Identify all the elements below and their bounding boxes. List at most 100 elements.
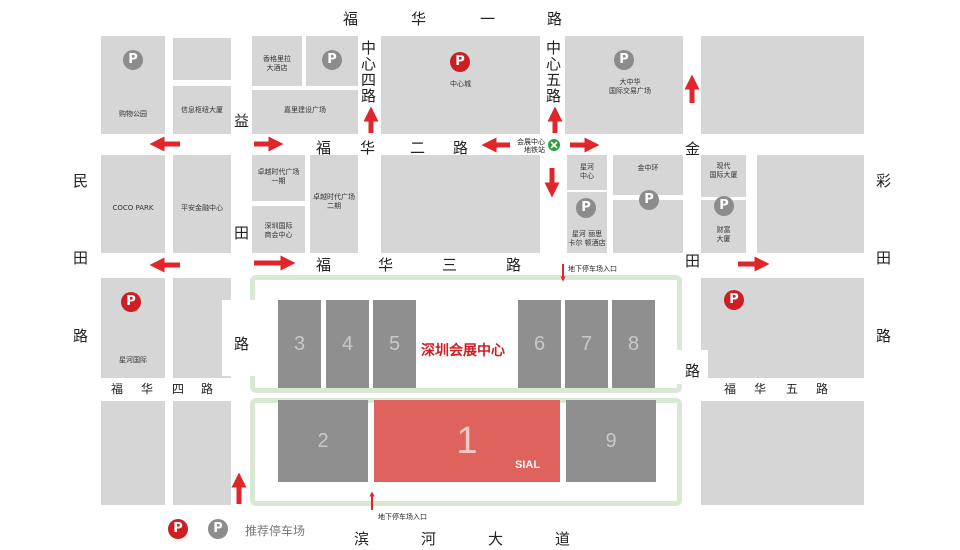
road-yitian: 田 [234,224,250,242]
road-zhongxin-4: 中 [361,39,377,57]
road-zhongxin-5: 五 [546,71,562,89]
block-xinghe-center [567,155,607,190]
legend-label: 推荐停车场 [245,524,306,538]
label-coco-park: COCO PARK [112,204,154,212]
road-binhe: 滨 [354,530,370,548]
road-fuhua-2: 路 [453,139,469,157]
parking-gray-icon: P [639,190,659,210]
legend-gray-parking-icon: P [208,519,228,539]
road-binhe: 道 [555,530,571,548]
road-yitian: 路 [234,335,250,353]
parking-red-icon: P [724,290,744,310]
road-yitian: 益 [234,112,250,130]
road-fuhua-5: 华 [754,382,767,396]
label-caifu: 财富 大厦 [716,226,731,243]
block-shangri-la [252,36,302,86]
label-xinghe-intl: 星河国际 [119,356,147,364]
road-caitian: 彩 [876,172,892,190]
venue-title: 深圳会展中心 [421,343,505,359]
road-caitian: 路 [876,327,892,345]
road-fuhua-4: 四 [172,382,185,396]
block-jiali [252,90,358,134]
road-jintian: 路 [685,362,701,380]
label-ritz: 星河 丽思 卡尔 顿酒店 [568,230,606,247]
road-binhe: 大 [488,530,504,548]
road-fuhua-1: 福 [343,10,359,28]
road-mintian: 民 [73,172,89,190]
hall-4: 4 [326,300,369,388]
block-left-lower [173,278,231,378]
block-zhuoyue-2 [310,155,358,253]
hall-1: 1 [374,400,560,482]
road-fuhua-5: 五 [786,382,799,396]
hall-6: 6 [518,300,561,388]
block-bottom-left-2 [173,401,231,505]
road-fuhua-2: 二 [410,139,426,157]
metro-icon [548,139,560,151]
road-fuhua-5: 福 [724,382,737,396]
road-fuhua-3: 华 [378,256,394,274]
legend-red-parking-icon: P [168,519,188,539]
parking-gray-icon: P [614,50,634,70]
road-fuhua-2: 福 [316,139,332,157]
block-bottom-left-1 [101,401,165,505]
label-modern-intl: 现代 国际大厦 [709,162,738,179]
label-zhuoyue-2: 卓越时代广场 二期 [313,193,355,210]
road-fuhua-3: 三 [442,256,458,274]
road-jintian: 金 [685,140,701,158]
parking-red-icon: P [121,292,141,312]
hall-5: 5 [373,300,416,388]
block-mid-center [381,155,540,253]
parking-gray-icon: P [576,198,596,218]
road-zhongxin-5: 中 [546,39,562,57]
road-fuhua-1: 一 [480,10,496,28]
label-pingan: 平安金融中心 [181,204,223,212]
outline-gap [674,350,708,384]
road-fuhua-4: 福 [111,382,124,396]
block-pingan [173,155,231,253]
road-fuhua-5: 路 [816,382,829,396]
hall-2: 2 [278,400,368,482]
road-zhongxin-4: 四 [361,71,377,89]
block-bottom-right [701,401,864,505]
block-coco-park [101,155,165,253]
hall-8: 8 [612,300,655,388]
road-zhongxin-4: 心 [361,55,377,73]
road-fuhua-4: 路 [201,382,214,396]
road-fuhua-2: 华 [360,139,376,157]
road-zhongxin-4: 路 [361,87,377,105]
block-mid-right [757,155,864,253]
label-shangri-la: 香格里拉 大酒店 [263,55,291,72]
hall-7: 7 [565,300,608,388]
parking-gray-icon: P [123,50,143,70]
block-modern-intl [701,155,746,197]
road-zhongxin-5: 心 [546,55,562,73]
road-jintian: 田 [685,252,701,270]
road-fuhua-1: 华 [411,10,427,28]
outline-gap [222,300,256,376]
road-zhongxin-5: 路 [546,87,562,105]
parking-gray-icon: P [714,196,734,216]
parking-entrance-south: 地下停车场入口 [378,513,427,521]
road-fuhua-1: 路 [547,10,563,28]
sial-logo: SIAL [515,459,541,471]
parking-gray-icon: P [322,50,342,70]
label-xinghe-center: 星河 中心 [580,163,594,180]
hall-3: 3 [278,300,321,388]
road-binhe: 河 [421,530,437,548]
label-chamber: 深圳国际 商会中心 [264,222,293,239]
label-jiali: 嘉里建设广场 [284,106,326,114]
block-top-small [173,38,231,80]
label-dazhonghua: 大中华 国际交易广场 [609,78,651,95]
label-shopping-park: 购物公园 [119,110,147,118]
label-central-city: 中心城 [450,80,471,88]
label-info-hub: 信息枢纽大厦 [181,106,223,114]
block-chamber [252,206,305,253]
hall-9: 9 [566,400,656,482]
metro-label: 会展中心 地铁站 [517,138,545,154]
label-jinzhonghuan: 金中环 [637,164,659,172]
road-mintian: 田 [73,249,89,267]
block-zhuoyue-1 [252,155,305,201]
